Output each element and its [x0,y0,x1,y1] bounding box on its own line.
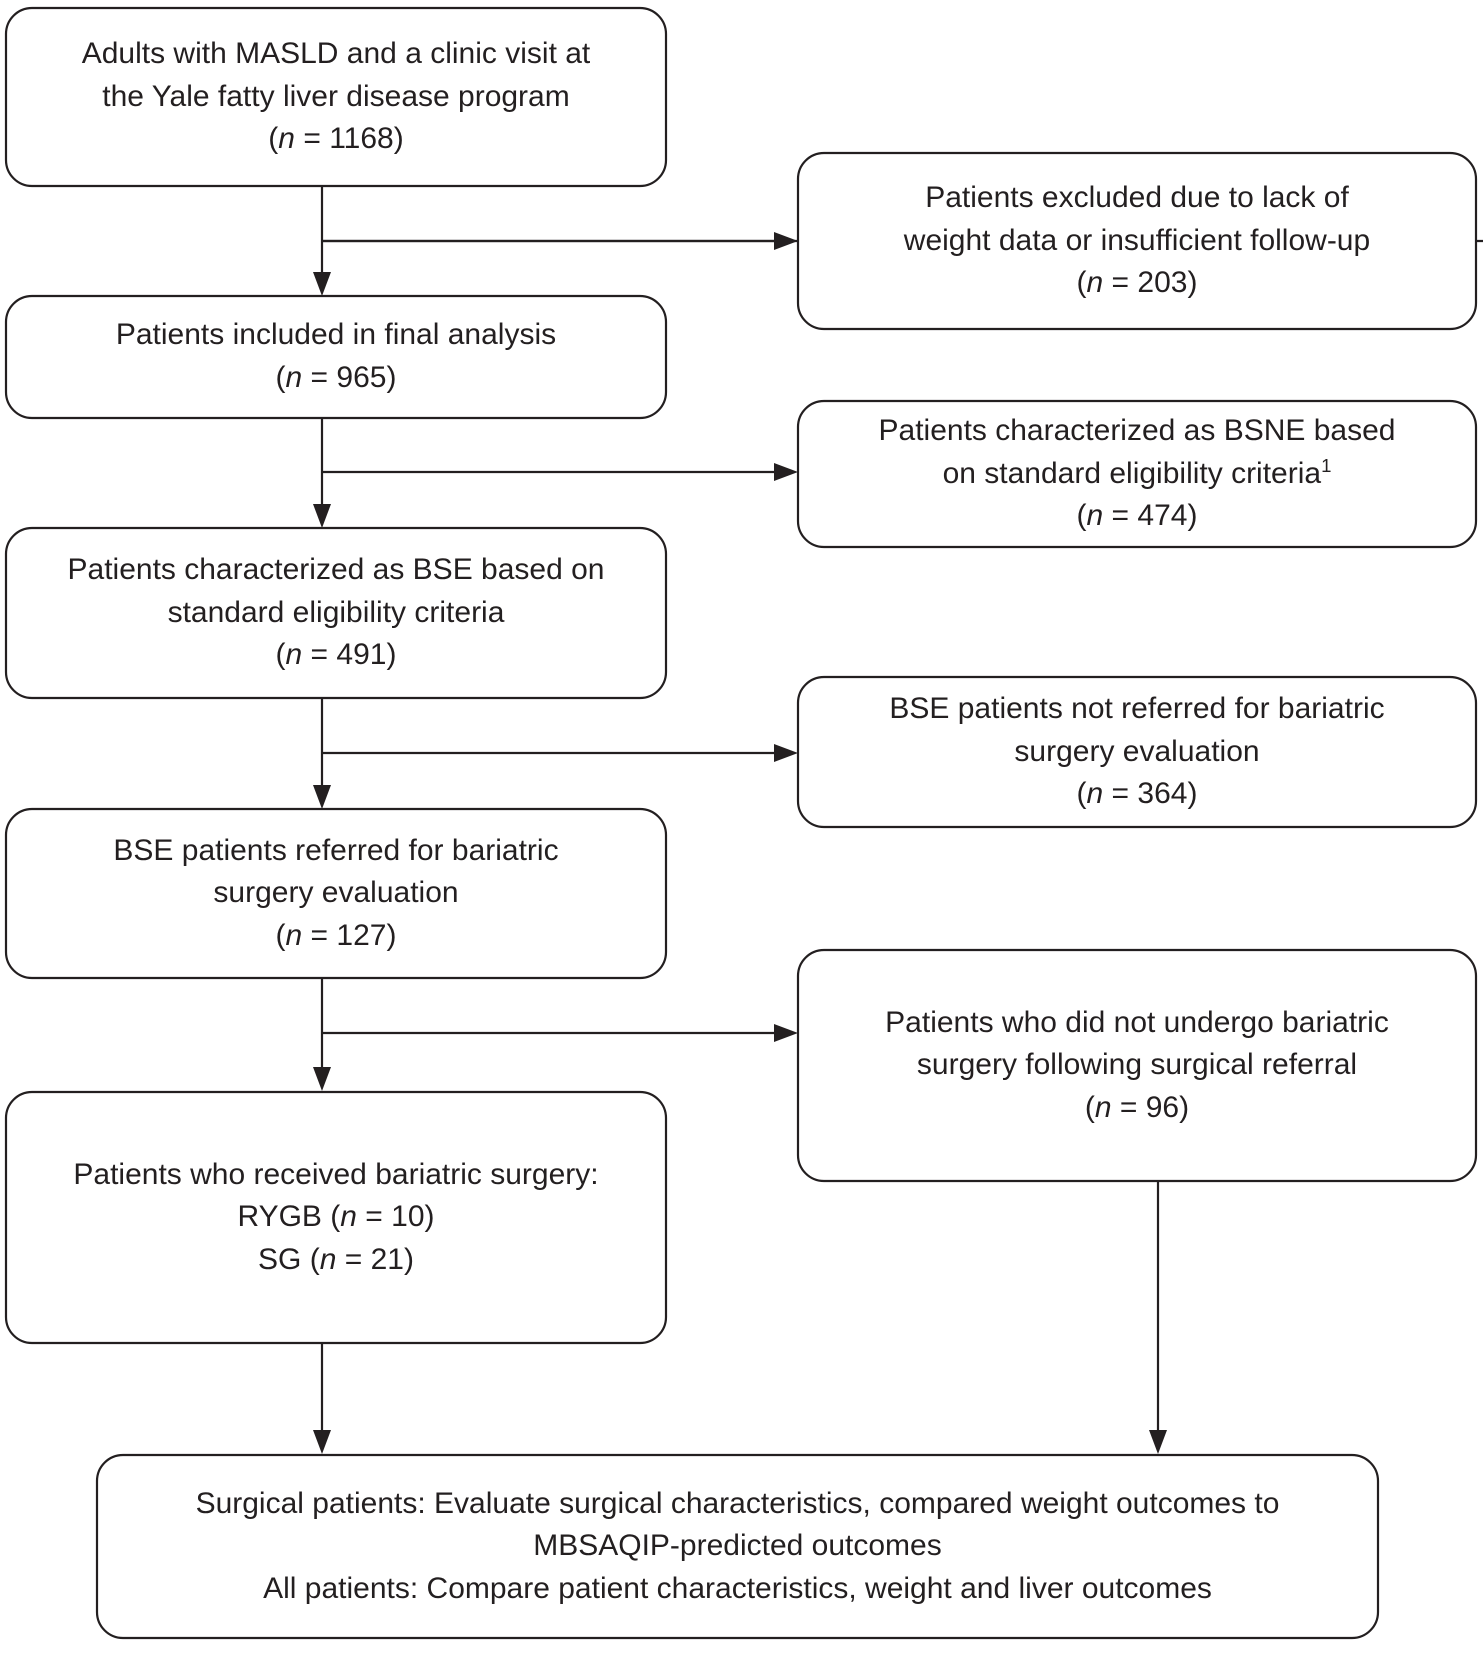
node-rect-received-surgery[interactable] [4,1090,668,1345]
node-rect-bse-referred[interactable] [4,807,668,980]
arrow-head-down-1 [313,272,331,296]
node-rect-bse-group[interactable] [4,526,668,700]
arrow-head-right-3 [774,744,798,762]
arrow-head-right-4 [774,1024,798,1042]
arrow-head-right-1 [774,232,798,250]
arrow-head-down-5 [313,1430,331,1454]
node-rect-bsne-group[interactable] [796,399,1478,549]
node-rect-excluded-weight-data[interactable] [796,151,1478,331]
arrow-head-down-6 [1149,1430,1167,1454]
node-rect-bse-not-referred[interactable] [796,675,1478,829]
node-rect-final-analysis[interactable] [4,294,668,420]
node-rect-no-surgery[interactable] [796,948,1478,1183]
arrow-head-down-2 [313,504,331,528]
node-rect-source-population[interactable] [4,6,668,188]
node-layer [4,6,1478,1640]
node-rect-outcomes[interactable] [95,1453,1380,1640]
arrow-head-down-3 [313,785,331,809]
arrow-head-down-4 [313,1067,331,1091]
arrow-head-right-2 [774,463,798,481]
